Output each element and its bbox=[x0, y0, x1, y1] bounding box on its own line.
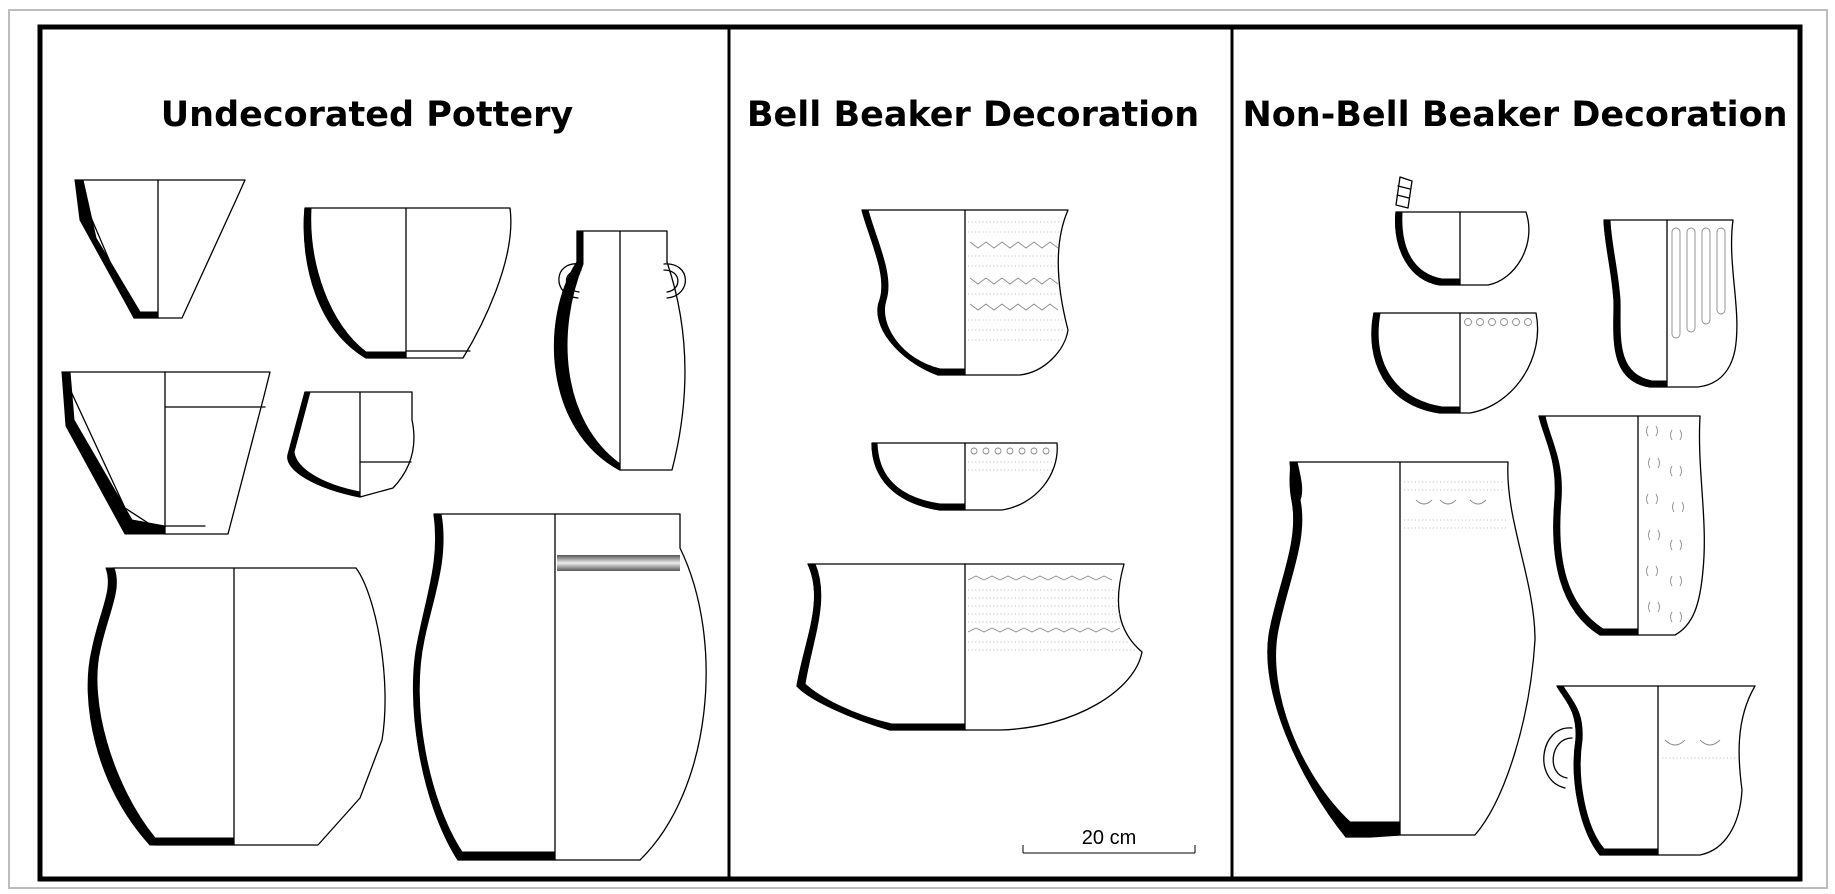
vessel-small-cup bbox=[1395, 176, 1530, 286]
outer-frame bbox=[8, 9, 1828, 889]
panel-title-bell-beaker: Bell Beaker Decoration bbox=[747, 95, 1199, 135]
vessel-round-bowl bbox=[303, 207, 512, 359]
panel-frame bbox=[37, 24, 1803, 882]
vessel-bell-beaker-1 bbox=[861, 209, 1069, 376]
scale-bar-label: 20 cm bbox=[1082, 827, 1136, 849]
vessel-bell-beaker-bowl bbox=[871, 442, 1058, 511]
vertical-flutes bbox=[1671, 227, 1726, 339]
vessel-incised-beaker bbox=[1538, 415, 1705, 636]
bell-beaker-2-decoration bbox=[967, 575, 1136, 651]
vessel-large-jar bbox=[87, 567, 386, 846]
vessel-fluted-beaker bbox=[1603, 219, 1738, 388]
vessel-handled-mug bbox=[1543, 685, 1756, 856]
rim-fragment bbox=[1395, 176, 1413, 209]
pitcher-decoration bbox=[1404, 481, 1506, 529]
panel-title-non-bell-beaker: Non-Bell Beaker Decoration bbox=[1242, 95, 1787, 135]
vessel-dotted-bowl bbox=[1371, 312, 1539, 414]
decorative-band bbox=[557, 555, 680, 571]
bowl-circle-decoration bbox=[968, 447, 1054, 471]
scale-bar: 20 cm bbox=[1022, 827, 1196, 854]
vessel-conical-bowl bbox=[74, 179, 246, 319]
vessel-large-pitcher bbox=[1267, 461, 1536, 838]
vessel-carinated-bowl bbox=[61, 371, 271, 535]
vessel-large-necked-jar bbox=[412, 513, 707, 861]
dotted-bowl-decoration bbox=[1464, 318, 1532, 326]
vessel-bell-beaker-2 bbox=[796, 563, 1143, 731]
incised-paired-marks bbox=[1646, 425, 1684, 623]
panel-title-undecorated: Undecorated Pottery bbox=[161, 95, 574, 135]
vessel-small-jar bbox=[287, 391, 415, 498]
bell-beaker-1-decoration bbox=[968, 221, 1064, 341]
vessel-handled-jar bbox=[553, 230, 687, 471]
mug-decoration bbox=[1662, 739, 1740, 759]
